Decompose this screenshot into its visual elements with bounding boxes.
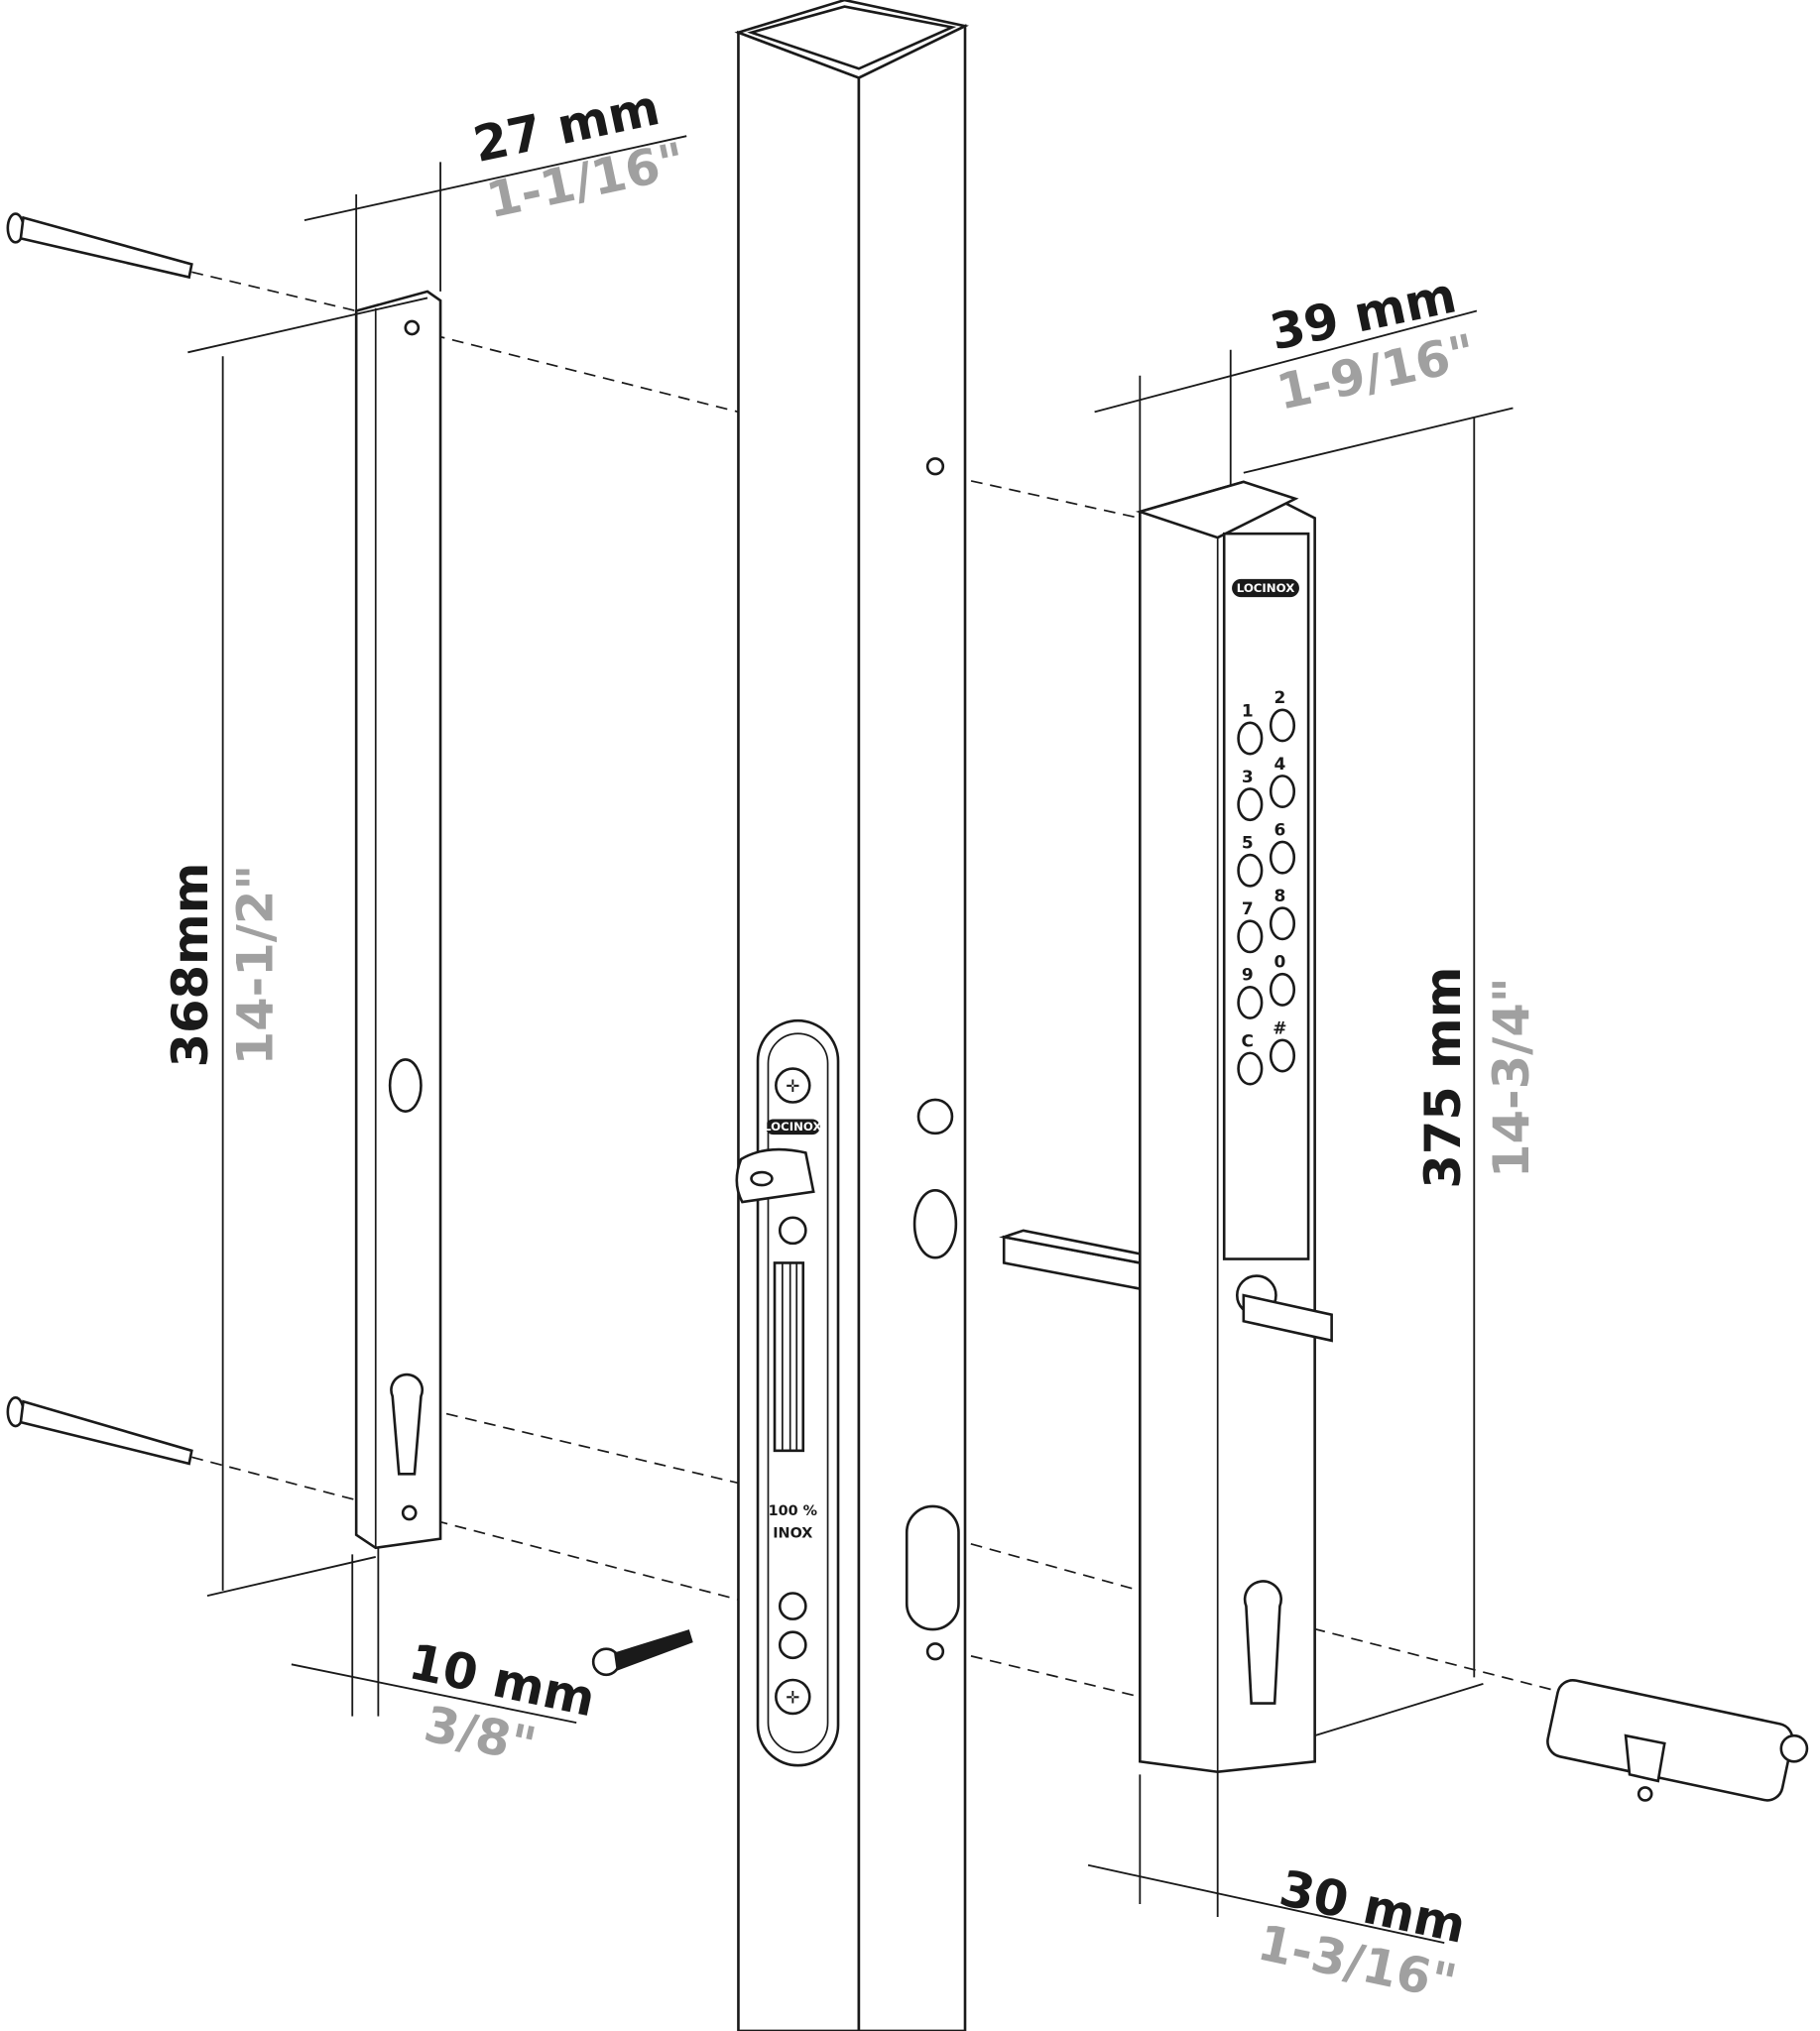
keypad-height-inch: 14-3/4" <box>1483 977 1540 1178</box>
key-button[interactable] <box>1269 1038 1296 1073</box>
key-button[interactable] <box>1269 708 1296 743</box>
alignment-lines <box>191 271 1555 1698</box>
plate-height-mm: 368mm <box>162 863 219 1068</box>
key-button[interactable] <box>1269 775 1296 809</box>
key-label: 0 <box>1274 953 1285 973</box>
keypad-key-5[interactable]: 5 <box>1237 834 1264 888</box>
key-button[interactable] <box>1269 840 1296 875</box>
key-label: 9 <box>1242 966 1254 986</box>
keypad-key-0[interactable]: 0 <box>1269 953 1296 1007</box>
spindle <box>999 1229 1142 1291</box>
keypad-key-3[interactable]: 3 <box>1237 768 1264 822</box>
key-label: 3 <box>1242 768 1254 787</box>
key-button[interactable] <box>1237 919 1264 954</box>
keypad-brand-logo: LOCINOX <box>1237 581 1295 595</box>
key-button[interactable] <box>1269 972 1296 1007</box>
keypad-key-7[interactable]: 7 <box>1237 899 1264 954</box>
key-label: 8 <box>1274 887 1285 906</box>
back-plate <box>354 290 442 1550</box>
key-label: 6 <box>1274 820 1285 840</box>
keypad-key-4[interactable]: 4 <box>1269 755 1296 809</box>
keypad-key-9[interactable]: 9 <box>1237 966 1264 1019</box>
keypad-key-8[interactable]: 8 <box>1269 887 1296 941</box>
short-screw <box>591 1629 693 1677</box>
key-label: 5 <box>1242 834 1254 854</box>
key-label: # <box>1273 1018 1286 1038</box>
long-screw-bottom <box>6 1395 193 1466</box>
long-screw-top <box>6 212 193 280</box>
key-label: 4 <box>1274 755 1285 775</box>
key-button[interactable] <box>1237 721 1264 756</box>
keypad-key-C[interactable]: C <box>1237 1031 1264 1086</box>
key-button[interactable] <box>1269 906 1296 941</box>
plate-height-inch: 14-1/2" <box>226 865 284 1066</box>
lock-brand-logo: LOCINOX <box>764 1120 822 1134</box>
key-button[interactable] <box>1237 1051 1264 1086</box>
key-label: 7 <box>1242 899 1254 919</box>
key-label: C <box>1241 1031 1253 1051</box>
keypad-height-mm: 375 mm <box>1414 967 1472 1189</box>
key-label: 2 <box>1274 688 1285 708</box>
mortise-lock: ✛ LOCINOX 100 % INOX ✛ <box>735 1018 840 1767</box>
euro-cylinder <box>1546 1679 1809 1802</box>
svg-text:✛: ✛ <box>786 1689 799 1709</box>
lock-label-line1: 100 % <box>769 1503 817 1519</box>
lock-label-line2: INOX <box>773 1525 812 1541</box>
keypad-key-1[interactable]: 1 <box>1237 701 1264 756</box>
key-button[interactable] <box>1237 787 1264 822</box>
keypad-key-2[interactable]: 2 <box>1269 688 1296 743</box>
svg-text:✛: ✛ <box>786 1077 799 1097</box>
key-button[interactable] <box>1237 985 1264 1019</box>
dimension-lines <box>187 135 1514 1945</box>
key-label: 1 <box>1242 701 1254 721</box>
keypad-key-6[interactable]: 6 <box>1269 820 1296 875</box>
keypad-key-#[interactable]: # <box>1269 1018 1296 1073</box>
key-button[interactable] <box>1237 853 1264 888</box>
